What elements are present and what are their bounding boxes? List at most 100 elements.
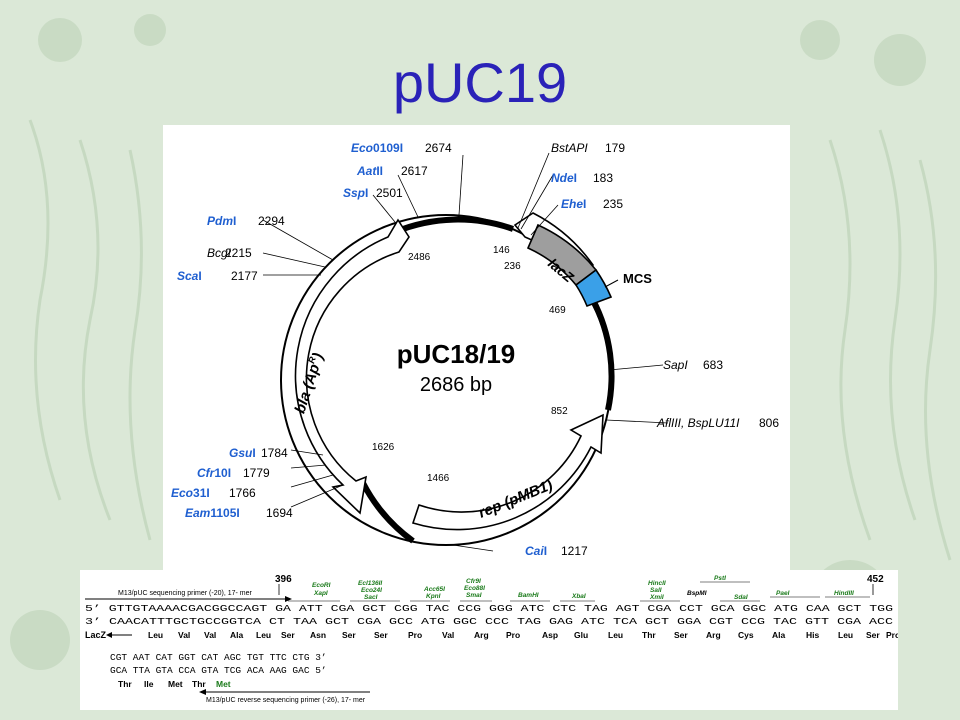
enzyme-label: Cfr9I	[466, 578, 481, 585]
segment-top	[393, 216, 515, 235]
plasmid-size: 2686 bp	[420, 374, 492, 396]
amino-acid: Thr	[118, 679, 132, 689]
enzyme-label: PaeI	[776, 590, 790, 597]
enzyme-label: Ecl136II	[358, 580, 382, 587]
amino-acid: Asn	[310, 630, 326, 640]
slide-title: pUC19	[392, 51, 568, 114]
site-label: ScaI	[177, 269, 202, 283]
site-position: 1766	[229, 486, 256, 500]
mcs-label: MCS	[623, 271, 652, 286]
amino-acid: Pro	[408, 630, 422, 640]
primer-rev-label: M13/pUC reverse sequencing primer (-26),…	[206, 697, 366, 704]
site-label: EheI	[561, 197, 586, 211]
site-label: BcgI	[207, 246, 232, 260]
amino-acid: Met	[168, 679, 183, 689]
amino-acid: Thr	[192, 679, 206, 689]
site-position: 683	[703, 358, 723, 372]
enzyme-label: HindIII	[834, 590, 854, 597]
inner-label: 236	[504, 261, 521, 272]
amino-acid: Leu	[608, 630, 623, 640]
plasmid-name: pUC18/19	[397, 339, 516, 369]
amino-acid: Glu	[574, 630, 588, 640]
inner-label: 852	[551, 406, 568, 417]
mcs-enzymes: EcoRI XapI Ecl136II Eco24I SacI Acc65I K…	[312, 575, 854, 601]
amino-acid: Cys	[738, 630, 754, 640]
enzyme-label: SacI	[364, 594, 378, 601]
inner-labels: 2486 146 236 469 852 1626 1466	[372, 245, 568, 484]
site-label: PdmI	[207, 214, 236, 228]
amino-acid: Ser	[674, 630, 688, 640]
site-label: Eam1105I	[185, 506, 240, 520]
aa-row-2: Thr Ile Met Thr Met	[118, 679, 231, 689]
site-leaders	[262, 152, 669, 552]
site-label: AflIII, BspLU11I	[656, 416, 740, 430]
inner-label: 1626	[372, 442, 395, 453]
site-position: 235	[603, 197, 623, 211]
aa-row-1: Leu Val Val Ala Leu Ser Asn Ser Ser Pro …	[148, 630, 900, 640]
site-label: SapI	[663, 358, 688, 372]
enzyme-label: BamHI	[518, 592, 539, 599]
mcs-sequence: 396 452 M13/pUC sequencing primer (-20),…	[85, 574, 900, 704]
segment-right	[590, 298, 615, 411]
site-position: 2501	[376, 186, 403, 200]
amino-acid: Ser	[866, 630, 880, 640]
primer-fwd-arrowhead	[285, 596, 292, 602]
enzyme-label: SmaI	[466, 592, 482, 599]
seq-mark-right: 452	[867, 574, 884, 585]
site-position: 2215	[225, 246, 252, 260]
enzyme-label: PstI	[714, 575, 726, 582]
bla-close: )	[309, 351, 327, 363]
site-position: 2177	[231, 269, 258, 283]
inner-label: 469	[549, 305, 566, 316]
enzyme-label: KpnI	[426, 593, 441, 600]
site-position: 183	[593, 171, 613, 185]
seq-line-top: 5’ GTTGTAAAACGACGGCCAGT GA ATT CGA GCT C…	[85, 603, 893, 614]
lacz-arrowhead-small	[106, 632, 112, 638]
seq-line-4: GCA TTA GTA CCA GTA TCG ACA AAG GAC 5’	[110, 665, 327, 676]
amino-acid: Val	[442, 630, 454, 640]
site-label: AatII	[356, 164, 383, 178]
site-label: SspI	[343, 186, 368, 200]
amino-acid: Pro	[886, 630, 898, 640]
site-position: 1784	[261, 446, 288, 460]
amino-acid: Arg	[474, 630, 489, 640]
amino-acid: Ser	[281, 630, 295, 640]
amino-acid: Val	[178, 630, 190, 640]
amino-acid: Arg	[706, 630, 721, 640]
amino-acid: Leu	[256, 630, 271, 640]
enzyme-label: XapI	[313, 590, 328, 597]
enzyme-label: SalI	[650, 587, 662, 594]
amino-acid: Ala	[230, 630, 244, 640]
amino-acid: His	[806, 630, 820, 640]
site-position: 1217	[561, 544, 588, 558]
sequence-panel: 396 452 M13/pUC sequencing primer (-20),…	[80, 570, 900, 710]
seq-line-bottom: 3’ CAACATTTGCTGCCGGTCA CT TAA GCT CGA GC…	[85, 616, 893, 627]
enzyme-label: XbaI	[571, 593, 586, 600]
enzyme-label: EcoRI	[312, 582, 331, 589]
lacz-aa-label: LacZ	[85, 630, 107, 640]
enzyme-label: Eco24I	[361, 587, 382, 594]
segment-bottom	[360, 481, 415, 544]
bla-gene-arrow	[294, 218, 410, 515]
site-label: BstAPI	[551, 141, 588, 155]
site-label: Eco0109I	[351, 141, 403, 155]
site-position: 1779	[243, 466, 270, 480]
seq-line-3: CGT AAT CAT GGT CAT AGC TGT TTC CTG 3’	[110, 652, 327, 663]
mcs-leader	[604, 279, 619, 288]
inner-label: 146	[493, 245, 510, 256]
restriction-sites: Eco0109I 2674 AatII 2617 SspI 2501 PdmI …	[171, 141, 779, 558]
enzyme-label: Eco88I	[464, 585, 485, 592]
site-label: Cfr10I	[197, 466, 231, 480]
amino-acid: Ile	[144, 679, 154, 689]
enzyme-underlines	[288, 581, 870, 602]
amino-acid: Leu	[148, 630, 163, 640]
site-label: CaiI	[525, 544, 547, 558]
bla-superscript: R	[306, 355, 318, 365]
rep-gene-arrow	[411, 413, 604, 531]
site-position: 806	[759, 416, 779, 430]
amino-acid: Ala	[772, 630, 786, 640]
amino-acid: Ser	[342, 630, 356, 640]
enzyme-label: Acc65I	[423, 586, 445, 593]
enzyme-label: SdaI	[734, 594, 748, 601]
primer-fwd-label: M13/pUC sequencing primer (-20), 17- mer	[118, 590, 252, 597]
